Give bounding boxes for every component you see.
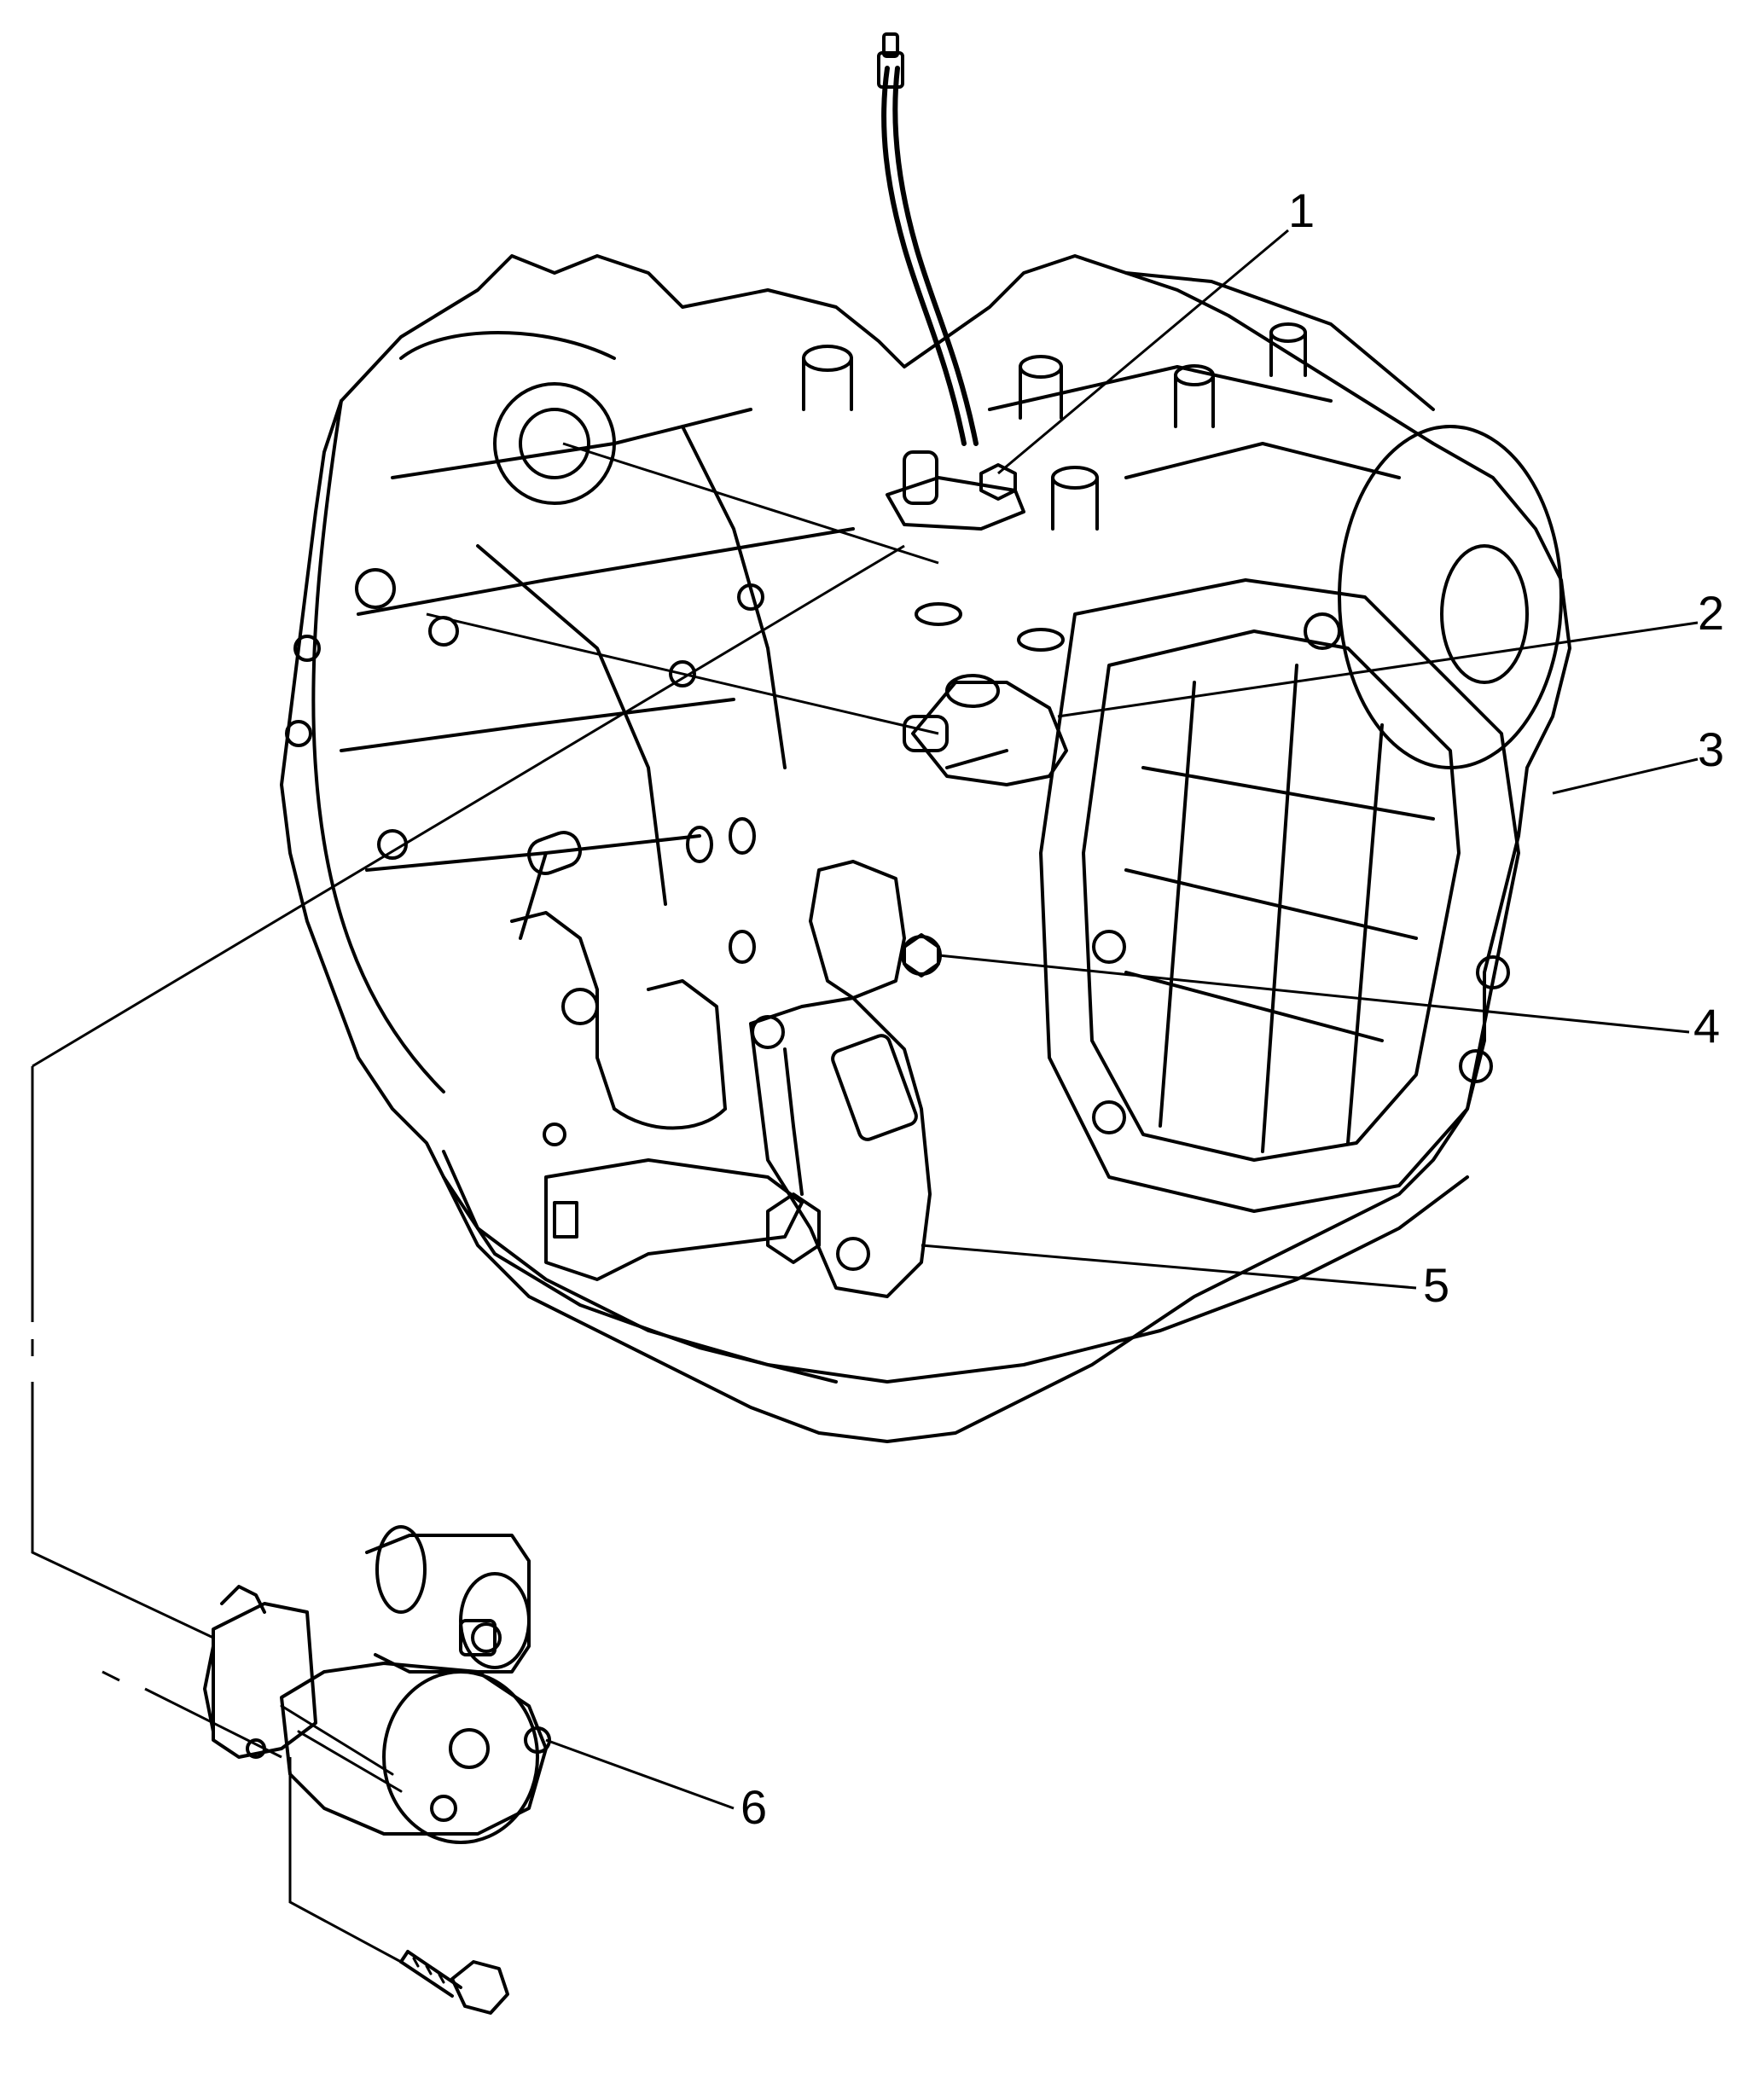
leader-bolt-path-2: [144, 1687, 282, 1759]
leader-starter-to-housing: [32, 544, 905, 1068]
leader-bellhousing-to-sensor: [562, 442, 939, 565]
leader-starter-vertical-bottom: [31, 1382, 214, 1639]
callout-leader-5: [921, 1244, 1417, 1290]
starter-motor-icon: [203, 1525, 551, 1844]
callout-leader-3: [1552, 757, 1699, 795]
output-speed-sensor-icon: [903, 674, 1068, 786]
callout-leader-2: [1057, 621, 1699, 718]
callout-leader-4: [938, 954, 1690, 1034]
callout-5: 5: [1423, 1258, 1449, 1312]
solenoid-connector-icon: [809, 860, 942, 1000]
callout-leader-6: [545, 1738, 735, 1810]
starter-bolt-icon: [399, 1950, 509, 2015]
callout-3: 3: [1698, 722, 1724, 776]
leader-bolt-vertical: [288, 1757, 402, 1964]
callout-2: 2: [1698, 586, 1724, 640]
callout-1: 1: [1288, 183, 1315, 237]
callout-4: 4: [1693, 999, 1720, 1053]
callout-6: 6: [741, 1780, 767, 1834]
input-speed-sensor-icon: [886, 450, 1025, 531]
callout-leader-1: [997, 229, 1289, 475]
leader-bolt-path: [102, 1670, 120, 1682]
park-neutral-position-switch-icon: [749, 996, 932, 1298]
leader-bellhousing-to-sensor-2: [426, 612, 939, 735]
